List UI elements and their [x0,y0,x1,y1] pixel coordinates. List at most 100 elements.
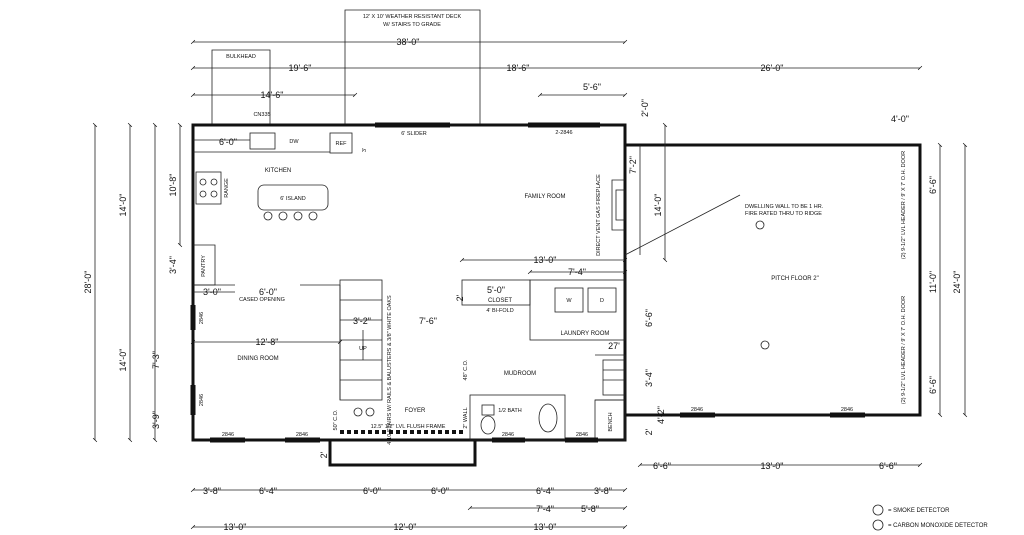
legend-co: = CARBON MONOXIDE DETECTOR [888,523,988,529]
dim-closet-width: 5'-0" [487,285,505,295]
dim-dining-top: 7'-3" [151,351,161,369]
short-dim: 3' [362,148,368,152]
window-dining-2: 2846 [199,394,205,406]
dim-garage-bottom-1: 6'-6" [653,461,671,471]
room-laundry: LAUNDRY ROOM [561,331,610,337]
dim-bottom-10: 12'-0" [394,522,417,532]
dim-hall: 7'-6" [419,316,437,326]
refrigerator: REF [336,141,348,147]
cased-opening: CASED OPENING [239,297,285,303]
room-labels: KITCHEN 6' ISLAND FAMILY ROOM DINING ROO… [201,112,907,445]
legend-smoke: = SMOKE DETECTOR [888,508,950,514]
room-mudroom: MUDROOM [504,371,536,377]
dim-garage-width: 26'-0" [761,63,784,73]
dim-closet-depth: 2' [455,294,465,301]
dim-overall: 38'-0" [397,37,420,47]
interior-walls [193,132,922,441]
firewall-note-1: DWELLING WALL TO BE 1 HR. [745,204,824,210]
dim-pantry-width: 3'-0" [203,287,221,297]
dim-laundry-depth: 6'-6" [644,309,654,327]
dim-bottom-5: 6'-4" [536,486,554,496]
dim-garage-depth: 24'-0" [952,271,962,294]
dim-mid: 18'-6" [507,63,530,73]
co-detector-icon [872,519,884,531]
slider-label: 6' SLIDER [401,131,427,137]
windows [190,122,865,443]
bulkhead: BULKHEAD [211,49,271,125]
dim-garage-bottom: 6'-6" [928,376,938,394]
room-closet: CLOSET [488,298,512,304]
dryer-label: D [600,298,604,304]
bulkhead-label: BULKHEAD [226,54,256,60]
bench-label: BENCH [608,412,614,431]
dim-bottom-2: 6'-4" [259,486,277,496]
dim-laundry-width: 7'-4" [568,267,586,277]
dishwasher: DW [289,139,299,145]
dim-bottom-4: 6'-0" [431,486,449,496]
room-kitchen: KITCHEN [265,168,291,174]
window-bottom-1: 2846 [222,432,234,438]
dim-bottom-9: 13'-0" [224,522,247,532]
dim-bottom-1: 3'-8" [203,486,221,496]
dim-family-depth: 14'-0" [653,194,663,217]
dim-kitchen: 14'-6" [261,90,284,100]
range-label: RANGE [224,178,230,198]
dim-bottom-11: 13'-0" [534,522,557,532]
firewall-note-2: FIRE RATED THRU TO RIDGE [745,211,822,217]
dim-garage-jog: 4'-0" [891,114,909,124]
room-foyer: FOYER [405,408,426,414]
window-garage-1: 2846 [691,407,703,413]
dim-garage-bottom-3: 6'-6" [879,461,897,471]
garage-header-top: (2) 9-1/2" LVL HEADER / 9' X 7' O.H. DOO… [901,151,907,259]
dim-garage-bottom-2: 13'-0" [761,461,784,471]
stair-up: UP [359,346,367,352]
window-labels: 2-2846 2846 2846 2846 2846 2846 2846 284… [199,130,853,438]
dim-left: 19'-6" [289,63,312,73]
dimension-lines [92,39,968,530]
dim-cased: 6'-0" [259,287,277,297]
dimension-texts: 38'-0" 19'-6" 18'-6" 26'-0" 14'-6" 5'-6"… [83,37,962,532]
dim-step2: 27' [608,341,620,351]
dim-bottom-7: 7'-4" [536,504,554,514]
dim-dining-width: 12'-8" [256,337,279,347]
dim-dining-bottom: 3'-9" [151,411,161,429]
dim-step: 4'-2" [656,406,666,424]
co-left: 50" C.O. [333,409,339,430]
deck-note-line1: 12' X 10' WEATHER RESISTANT DECK [363,14,462,20]
sink-label: CN335 [253,112,270,118]
dim-left-upper: 14'-0" [118,194,128,217]
deck-note-line2: W/ STAIRS TO GRADE [383,22,441,28]
dim-door-offset: 2' [319,451,329,458]
deck: 12' X 10' WEATHER RESISTANT DECK W/ STAI… [344,9,481,125]
dim-deck-gap: 2'-0" [640,99,650,117]
garage-pitch: PITCH FLOOR 2" [771,276,818,282]
window-garage-2: 2846 [841,407,853,413]
stair-note: 4-10 STAIRS W/ RAILS & BALUSTERS & 3/8" … [387,295,393,445]
window-bottom-3: 2846 [502,432,514,438]
dim-bottom-3: 6'-0" [363,486,381,496]
dim-stair-width: 3'-2" [353,316,371,326]
fireplace-label: DIRECT VENT GAS FIREPLACE [596,174,602,256]
window-family-top: 2-2846 [555,130,572,136]
dim-window-offset: 5'-6" [583,82,601,92]
room-dining: DINING ROOM [237,356,278,362]
garage-header-bottom: (2) 9-1/2" LVL HEADER / 9' X 7' O.H. DOO… [901,296,907,404]
flush-frame: 12.5" 1/2" LVL FLUSH FRAME [371,424,446,430]
dim-family-width: 13'-0" [534,255,557,265]
pantry-label: PANTRY [201,255,207,277]
dim-bench: 2' [644,428,654,435]
window-bottom-2: 2846 [296,432,308,438]
dim-bottom-6: 3'-8" [594,486,612,496]
room-family: FAMILY ROOM [524,194,565,200]
dim-garage-mid: 11'-0" [928,271,938,293]
window-dining-1: 2846 [199,312,205,324]
window-bottom-4: 2846 [576,432,588,438]
dim-pantry: 3'-4" [168,256,178,274]
dim-bottom-8: 5'-8" [581,504,599,514]
smoke-detector-icon [872,504,884,516]
co-right: 48" C.O. [463,359,469,380]
legend: = SMOKE DETECTOR = CARBON MONOXIDE DETEC… [872,504,988,531]
dim-mud-depth: 3'-4" [644,369,654,387]
wall-note: 2" WALL [463,407,469,428]
closet-bifold: 4' BI-FOLD [486,308,513,314]
